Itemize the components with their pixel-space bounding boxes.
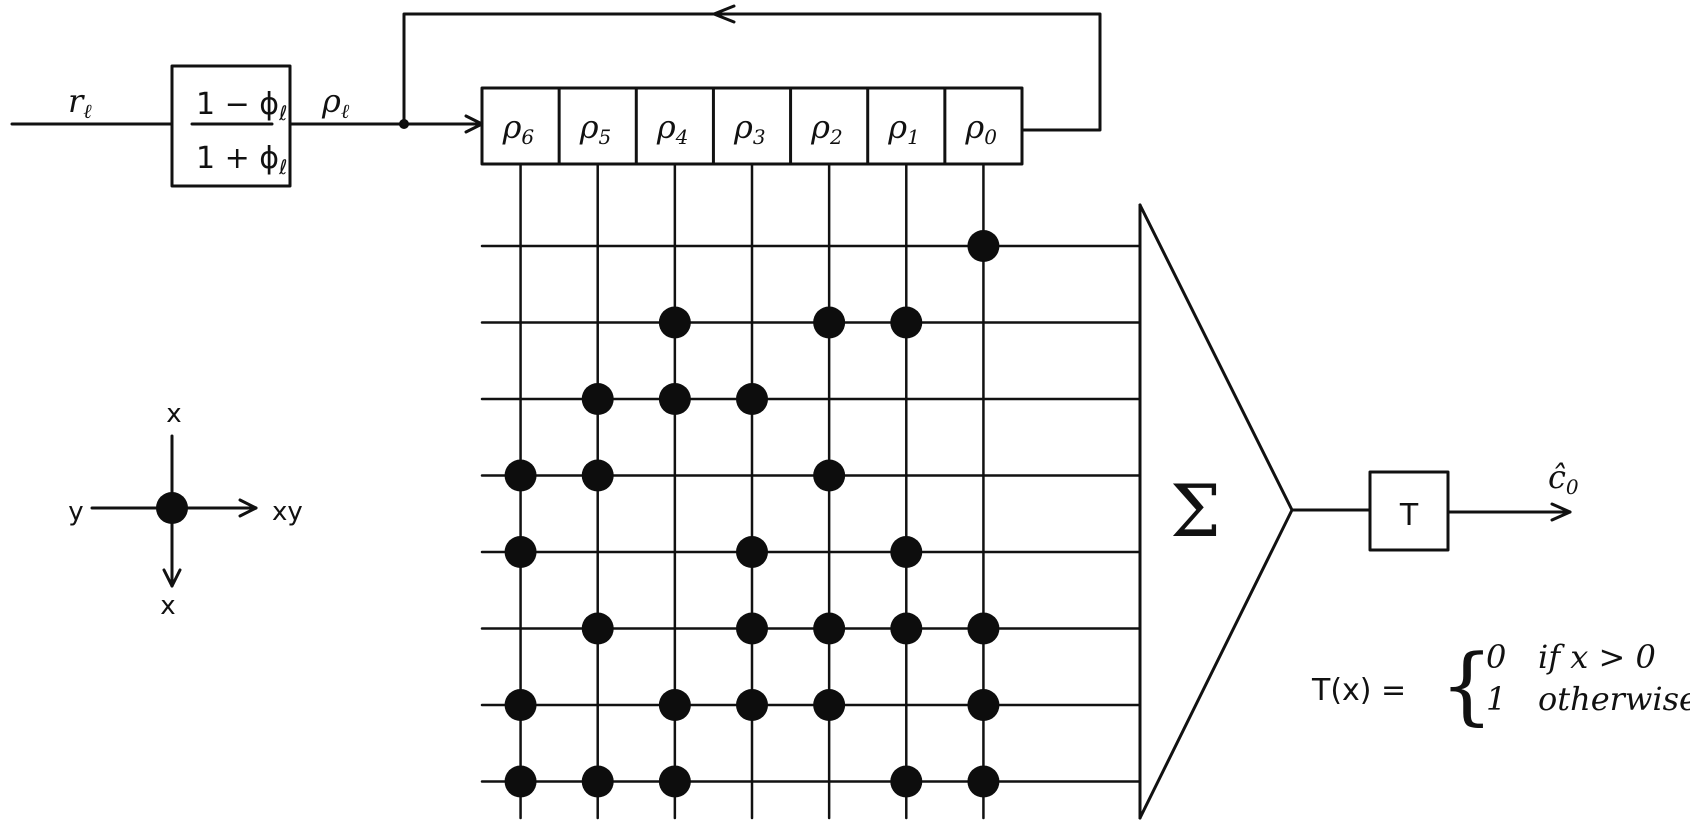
register-cell-label-sub: 0 xyxy=(984,125,997,149)
legend-top-label: x xyxy=(166,399,181,429)
legend-bottom-label: x xyxy=(160,591,175,621)
output-label-sub: 0 xyxy=(1566,475,1579,499)
connection-dot xyxy=(890,765,923,798)
threshold-definition-brace: { xyxy=(1440,636,1493,734)
connection-dot xyxy=(504,765,537,798)
connection-dot xyxy=(736,383,768,415)
register-cell-label-main: ρ xyxy=(502,108,522,146)
feedback-arrowhead xyxy=(712,4,736,24)
grid-dots xyxy=(504,230,1000,798)
connection-dot xyxy=(504,689,537,721)
input-label-sub: ℓ xyxy=(83,99,92,123)
threshold-case2-condition: otherwise xyxy=(1538,680,1690,718)
multiplier-legend: x y xy x xyxy=(68,399,302,621)
filter-output-label-main: ρ xyxy=(321,82,341,120)
legend-right-arrowhead xyxy=(238,498,258,518)
connection-dot xyxy=(504,459,537,492)
output-label-main: ĉ xyxy=(1548,458,1566,496)
summer-lower-edge xyxy=(1138,508,1294,820)
register-cell-label-ρ3: ρ3 xyxy=(733,108,766,149)
legend-right-label: xy xyxy=(272,497,303,527)
filter-box xyxy=(170,64,292,188)
connection-dot xyxy=(581,383,614,415)
legend-left-label: y xyxy=(68,497,83,527)
connection-dot xyxy=(581,612,614,645)
register-cell-label-main: ρ xyxy=(733,108,753,146)
threshold-case1-value: 0 xyxy=(1486,638,1506,676)
connection-dot xyxy=(658,383,691,415)
register-cell-label-sub: 1 xyxy=(907,125,920,149)
filter-numerator-main: 1 − ϕ xyxy=(196,87,279,122)
connection-dot xyxy=(967,689,1000,721)
register-cell-label-main: ρ xyxy=(964,108,984,146)
connection-dot xyxy=(890,612,923,645)
input-label: rℓ xyxy=(68,82,92,123)
register-cell-label-main: ρ xyxy=(887,108,907,146)
register-cell-label-sub: 4 xyxy=(675,125,689,149)
filter-denominator: 1 + ϕℓ xyxy=(196,141,287,179)
threshold-definition-lhs: T(x) = xyxy=(1311,673,1406,708)
output-arrowhead xyxy=(1550,502,1572,522)
grid-rows xyxy=(480,244,1142,783)
threshold-case2-value: 1 xyxy=(1486,680,1506,718)
output-label: ĉ0 xyxy=(1548,458,1579,499)
legend-node-dot xyxy=(156,492,188,524)
register-dividers xyxy=(557,86,947,166)
connection-dot xyxy=(658,689,691,721)
filter-numerator-sub: ℓ xyxy=(278,101,287,125)
connection-dot xyxy=(581,765,614,798)
connection-dot xyxy=(967,765,1000,798)
connection-dot xyxy=(658,765,691,798)
register-cell-label-ρ4: ρ4 xyxy=(656,108,689,149)
filter-output-label: ρℓ xyxy=(321,82,350,123)
connection-dot xyxy=(658,306,691,339)
filter-output-label-sub: ℓ xyxy=(341,99,350,123)
threshold-case1-condition: if x > 0 xyxy=(1538,638,1656,676)
connection-dot xyxy=(813,306,846,339)
connection-dot xyxy=(813,612,846,645)
connection-dot xyxy=(504,536,537,568)
connection-dot xyxy=(736,689,768,721)
connection-dot xyxy=(890,306,923,339)
connection-dot xyxy=(967,230,1000,262)
register-cell-label-ρ5: ρ5 xyxy=(579,108,612,149)
register-cell-label-main: ρ xyxy=(579,108,599,146)
connection-dot xyxy=(736,536,768,568)
filter-denominator-sub: ℓ xyxy=(278,155,287,179)
register-cell-label-ρ6: ρ6 xyxy=(502,108,535,149)
filter-denominator-main: 1 + ϕ xyxy=(196,141,279,176)
register-cell-label-ρ1: ρ1 xyxy=(887,108,920,149)
summer-upper-edge xyxy=(1138,203,1294,512)
filter-numerator: 1 − ϕℓ xyxy=(196,87,287,125)
register-cell-label-ρ0: ρ0 xyxy=(964,108,997,149)
register-cell-label-sub: 2 xyxy=(829,125,843,149)
register-cell-label-ρ2: ρ2 xyxy=(810,108,843,149)
register-cell-label-main: ρ xyxy=(656,108,676,146)
threshold-definition: T(x) = { 0 if x > 0 1 otherwise xyxy=(1311,636,1690,734)
register-cell-label-sub: 5 xyxy=(599,125,612,149)
connection-dot xyxy=(581,459,614,492)
register-cell-label-sub: 6 xyxy=(521,125,534,149)
feedback-loop-line xyxy=(402,12,1102,132)
connection-dot xyxy=(890,536,923,568)
register-cell-label-sub: 3 xyxy=(753,125,766,149)
register-cell-label-main: ρ xyxy=(810,108,830,146)
connection-dot xyxy=(967,612,1000,645)
connection-dot xyxy=(813,689,846,721)
legend-down-arrowhead xyxy=(162,568,182,588)
connection-dot xyxy=(736,612,768,645)
summer-symbol: Σ xyxy=(1170,469,1221,553)
connection-dot xyxy=(813,459,846,492)
threshold-label: T xyxy=(1399,498,1419,533)
input-label-main: r xyxy=(68,82,85,120)
